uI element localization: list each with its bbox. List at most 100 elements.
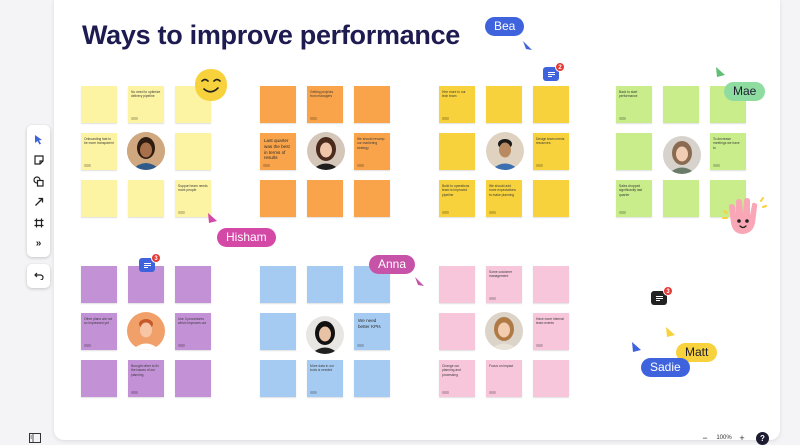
sticky-note[interactable]: More data in our tools is needed [307,360,343,397]
author-tag [84,164,91,167]
sticky-note[interactable]: Sales dropped significantly last quarter [616,180,652,217]
sticky-note[interactable] [81,360,117,397]
collaborator-label-anna: Anna [369,255,416,274]
sticky-note[interactable] [354,360,390,397]
author-tag [489,391,496,394]
sticky-note[interactable] [663,180,699,217]
help-button[interactable]: ? [756,432,769,445]
sticky-note[interactable] [486,86,522,123]
sticky-note-text: Getting projects from managers [310,90,334,99]
sticky-note[interactable]: To decrease meetings we have to [710,133,746,170]
sticky-note-text: Have more internal team events [536,317,564,326]
frame-icon [34,218,43,228]
comment-icon[interactable] [651,291,667,305]
sticky-note[interactable] [81,86,117,123]
tool-panel: » [27,125,50,257]
sticky-note[interactable]: We should add more expectations to make … [486,180,522,217]
sticky-note[interactable]: Change our planning and processing [439,360,475,397]
sticky-note[interactable]: Use 3 procedures which improves our [175,313,211,350]
sticky-note-text: To decrease meetings we have to [713,137,740,150]
sticky-note[interactable] [260,360,296,397]
undo-button[interactable] [27,264,50,288]
collaborator-label-bea: Bea [485,17,525,36]
smiley-sticker-icon[interactable] [193,67,229,108]
sticky-note[interactable]: Hire more in our tech team [439,86,475,123]
sticky-note[interactable] [175,133,211,170]
cursor-icon [35,134,42,144]
sticky-note[interactable]: Last quarter was the best in terms of re… [260,133,296,170]
sticky-note[interactable]: Onboarding fast to be more transparent [81,133,117,170]
sticky-note-text: Change our planning and processing [442,364,461,377]
sticky-note[interactable] [307,266,343,303]
sticky-note[interactable]: Some customer management [486,266,522,303]
author-tag [619,211,626,214]
sticky-note[interactable] [533,266,569,303]
comment-count-badge: 3 [151,253,161,263]
sticky-note[interactable] [81,266,117,303]
avatar[interactable] [127,312,165,350]
avatar[interactable] [307,132,345,170]
sticky-note[interactable] [354,86,390,123]
sticky-note[interactable]: Brought other to fix the issues of our p… [128,360,164,397]
avatar[interactable] [306,316,344,354]
avatar[interactable] [485,312,523,350]
frame-tool-button[interactable] [27,213,50,233]
sticky-note[interactable] [81,180,117,217]
avatar[interactable] [663,136,701,174]
sticky-tool-button[interactable] [27,150,50,170]
zoom-out-button[interactable]: − [702,433,708,443]
cursor-arrow-icon [415,277,424,286]
sticky-note[interactable]: We need better KPIs [354,313,390,350]
waving-hand-sticker-icon[interactable] [721,193,767,244]
sticky-note[interactable] [175,360,211,397]
sticky-note[interactable]: Other plans are not so impressed yet [81,313,117,350]
sticky-note[interactable]: Back to start performance [616,86,652,123]
author-tag [357,344,364,347]
sticky-note[interactable] [439,266,475,303]
sticky-note[interactable] [439,313,475,350]
zoom-in-button[interactable]: + [739,433,745,443]
sticky-note[interactable] [260,266,296,303]
author-tag [489,297,496,300]
sticky-note-text: Build to operations team is improved pip… [442,184,470,197]
comment-icon[interactable] [139,258,155,272]
sticky-note[interactable]: Support team needs more people [175,180,211,217]
sticky-note-text: Brought other to fix the issues of our p… [131,364,159,377]
sticky-note[interactable] [307,180,343,217]
sticky-note[interactable]: Getting projects from managers [307,86,343,123]
sticky-note[interactable] [616,133,652,170]
sticky-note[interactable] [260,86,296,123]
author-tag [489,211,496,214]
sticky-note[interactable]: No need to optimize delivery pipeline [128,86,164,123]
sticky-note[interactable]: Build to operations team is improved pip… [439,180,475,217]
sticky-note[interactable]: Have more internal team events [533,313,569,350]
sticky-note[interactable] [533,86,569,123]
zoom-level[interactable]: 100% [716,435,732,441]
collaborator-label-hisham: Hisham [217,228,276,247]
sticky-note[interactable] [128,180,164,217]
connector-tool-button[interactable] [27,192,50,212]
avatar[interactable] [486,132,524,170]
sticky-note[interactable] [663,86,699,123]
comment-icon[interactable] [543,67,559,81]
sticky-note[interactable] [439,133,475,170]
select-tool-button[interactable] [27,129,50,149]
sticky-note[interactable] [533,360,569,397]
sticky-note[interactable] [260,313,296,350]
sticky-note-text: Focus on impact [489,364,514,368]
shapes-tool-button[interactable] [27,171,50,191]
sticky-note[interactable] [260,180,296,217]
sticky-note[interactable] [354,180,390,217]
sticky-note[interactable] [128,266,164,303]
sticky-note[interactable]: Focus on impact [486,360,522,397]
author-tag [310,117,317,120]
sticky-note[interactable]: We should revamp our marketing strategy [354,133,390,170]
avatar[interactable] [127,132,165,170]
more-tools-button[interactable]: » [27,233,50,253]
sticky-note[interactable] [533,180,569,217]
collaborator-label-matt: Matt [676,343,718,362]
panel-toggle-icon[interactable] [29,433,41,443]
sticky-note[interactable] [175,266,211,303]
sticky-note[interactable]: Design team needs resources [533,133,569,170]
sticky-note-text: We need better KPIs [358,318,381,329]
